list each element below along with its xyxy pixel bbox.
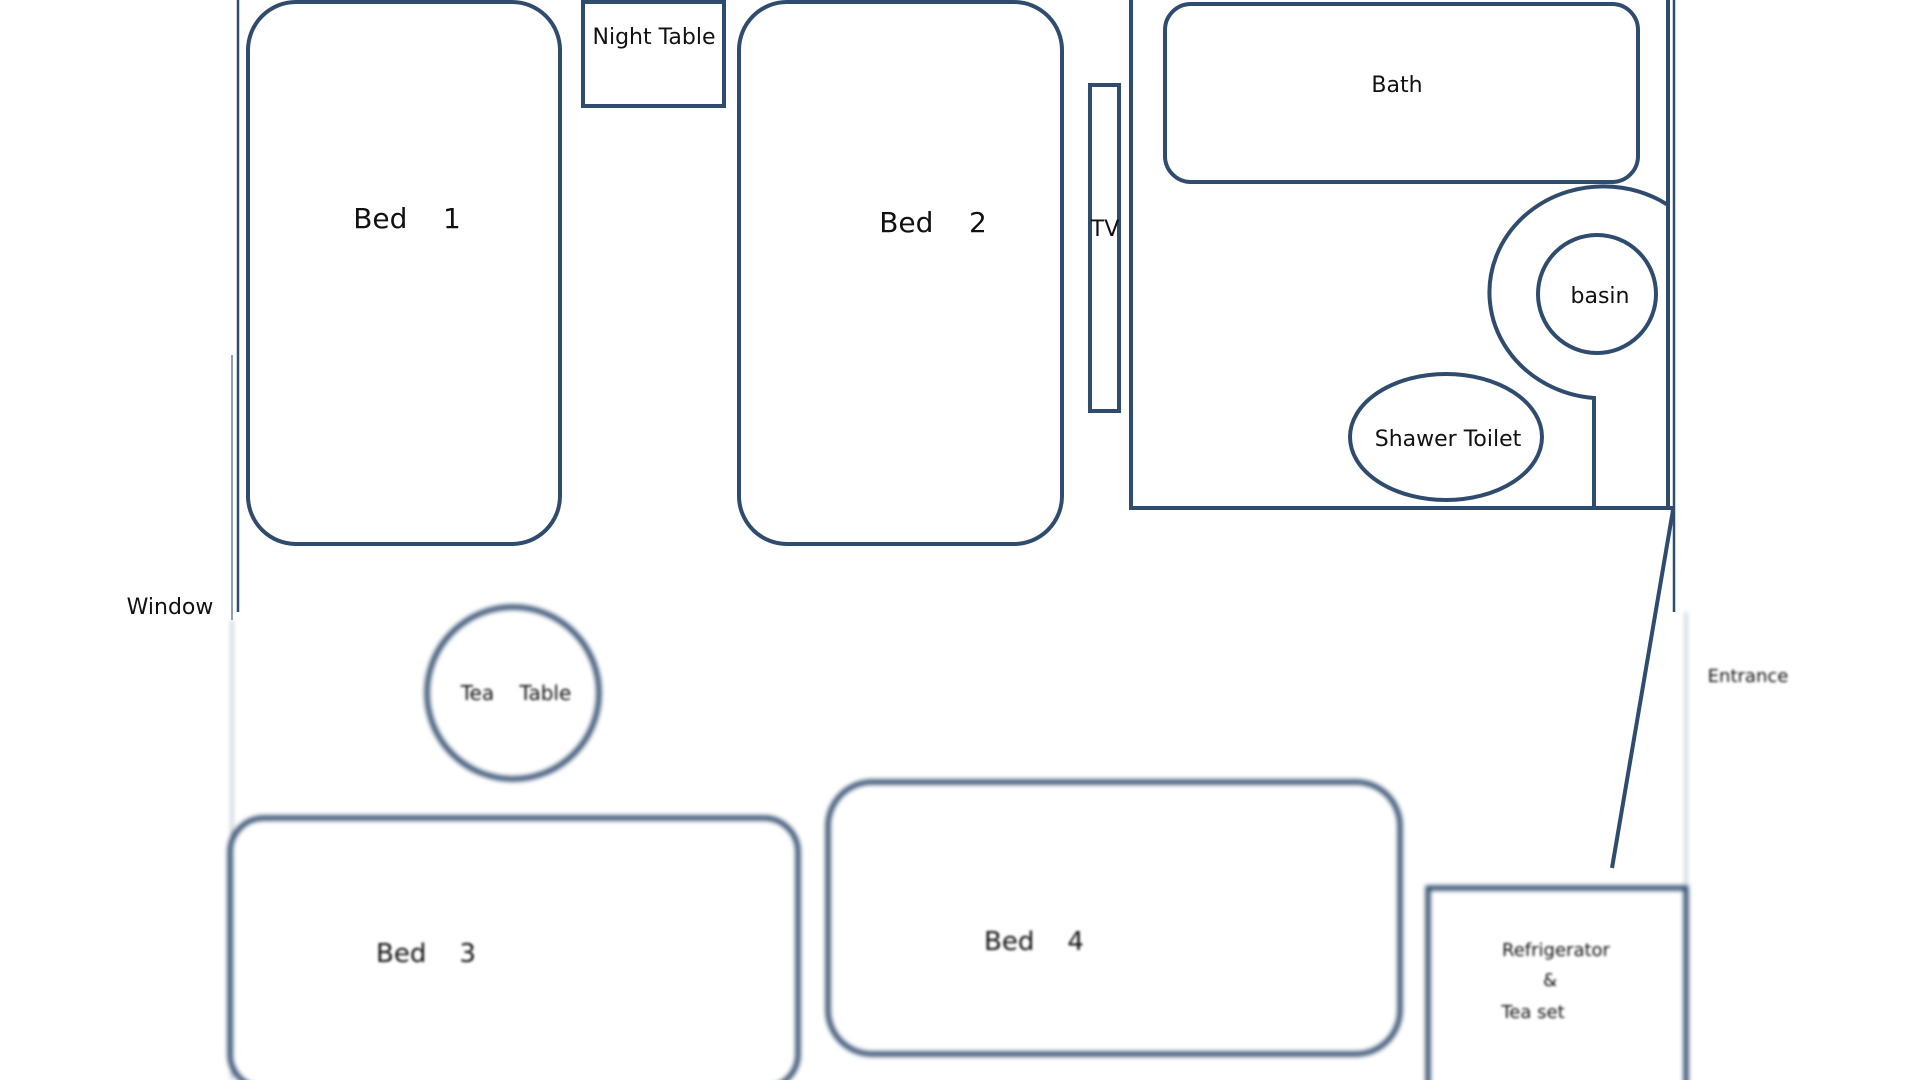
refrigerator-label-line3: Tea set <box>1500 1002 1564 1023</box>
tv-label: TV <box>1090 217 1120 242</box>
shower-toilet-label: Shawer Toilet <box>1375 427 1522 452</box>
tea-table <box>424 604 602 782</box>
bed-2-label: Bed 2 <box>879 206 987 239</box>
basin <box>1536 233 1658 355</box>
window-label: Window <box>127 595 214 620</box>
bed-4-label: Bed 4 <box>984 927 1084 957</box>
refrigerator-cabinet <box>1425 885 1689 1080</box>
entrance-door <box>1610 509 1675 869</box>
bed-3 <box>227 815 801 1080</box>
bed-2 <box>737 0 1064 546</box>
shower-toilet <box>1348 372 1544 502</box>
entrance-label: Entrance <box>1708 666 1789 687</box>
bed-1-label: Bed 1 <box>353 202 461 235</box>
bath-label: Bath <box>1371 73 1422 98</box>
bed-1 <box>246 0 562 546</box>
upper-area <box>231 0 1676 869</box>
tv <box>1088 83 1121 413</box>
basin-label: basin <box>1571 284 1630 309</box>
bed-3-label: Bed 3 <box>376 939 476 969</box>
bed-4 <box>825 779 1403 1057</box>
lower-labels: Tea Table Bed 3 Bed 4 Entrance Refrigera… <box>376 666 1788 1023</box>
bath <box>1163 2 1640 184</box>
night-table <box>581 0 726 108</box>
lower-area <box>227 604 1689 1080</box>
night-table-label: Night Table <box>593 25 716 50</box>
tea-table-label: Tea Table <box>460 681 572 705</box>
refrigerator-label-line2: & <box>1543 970 1557 991</box>
basin-counter <box>1487 184 1670 508</box>
refrigerator-label-line1: Refrigerator <box>1502 940 1611 961</box>
